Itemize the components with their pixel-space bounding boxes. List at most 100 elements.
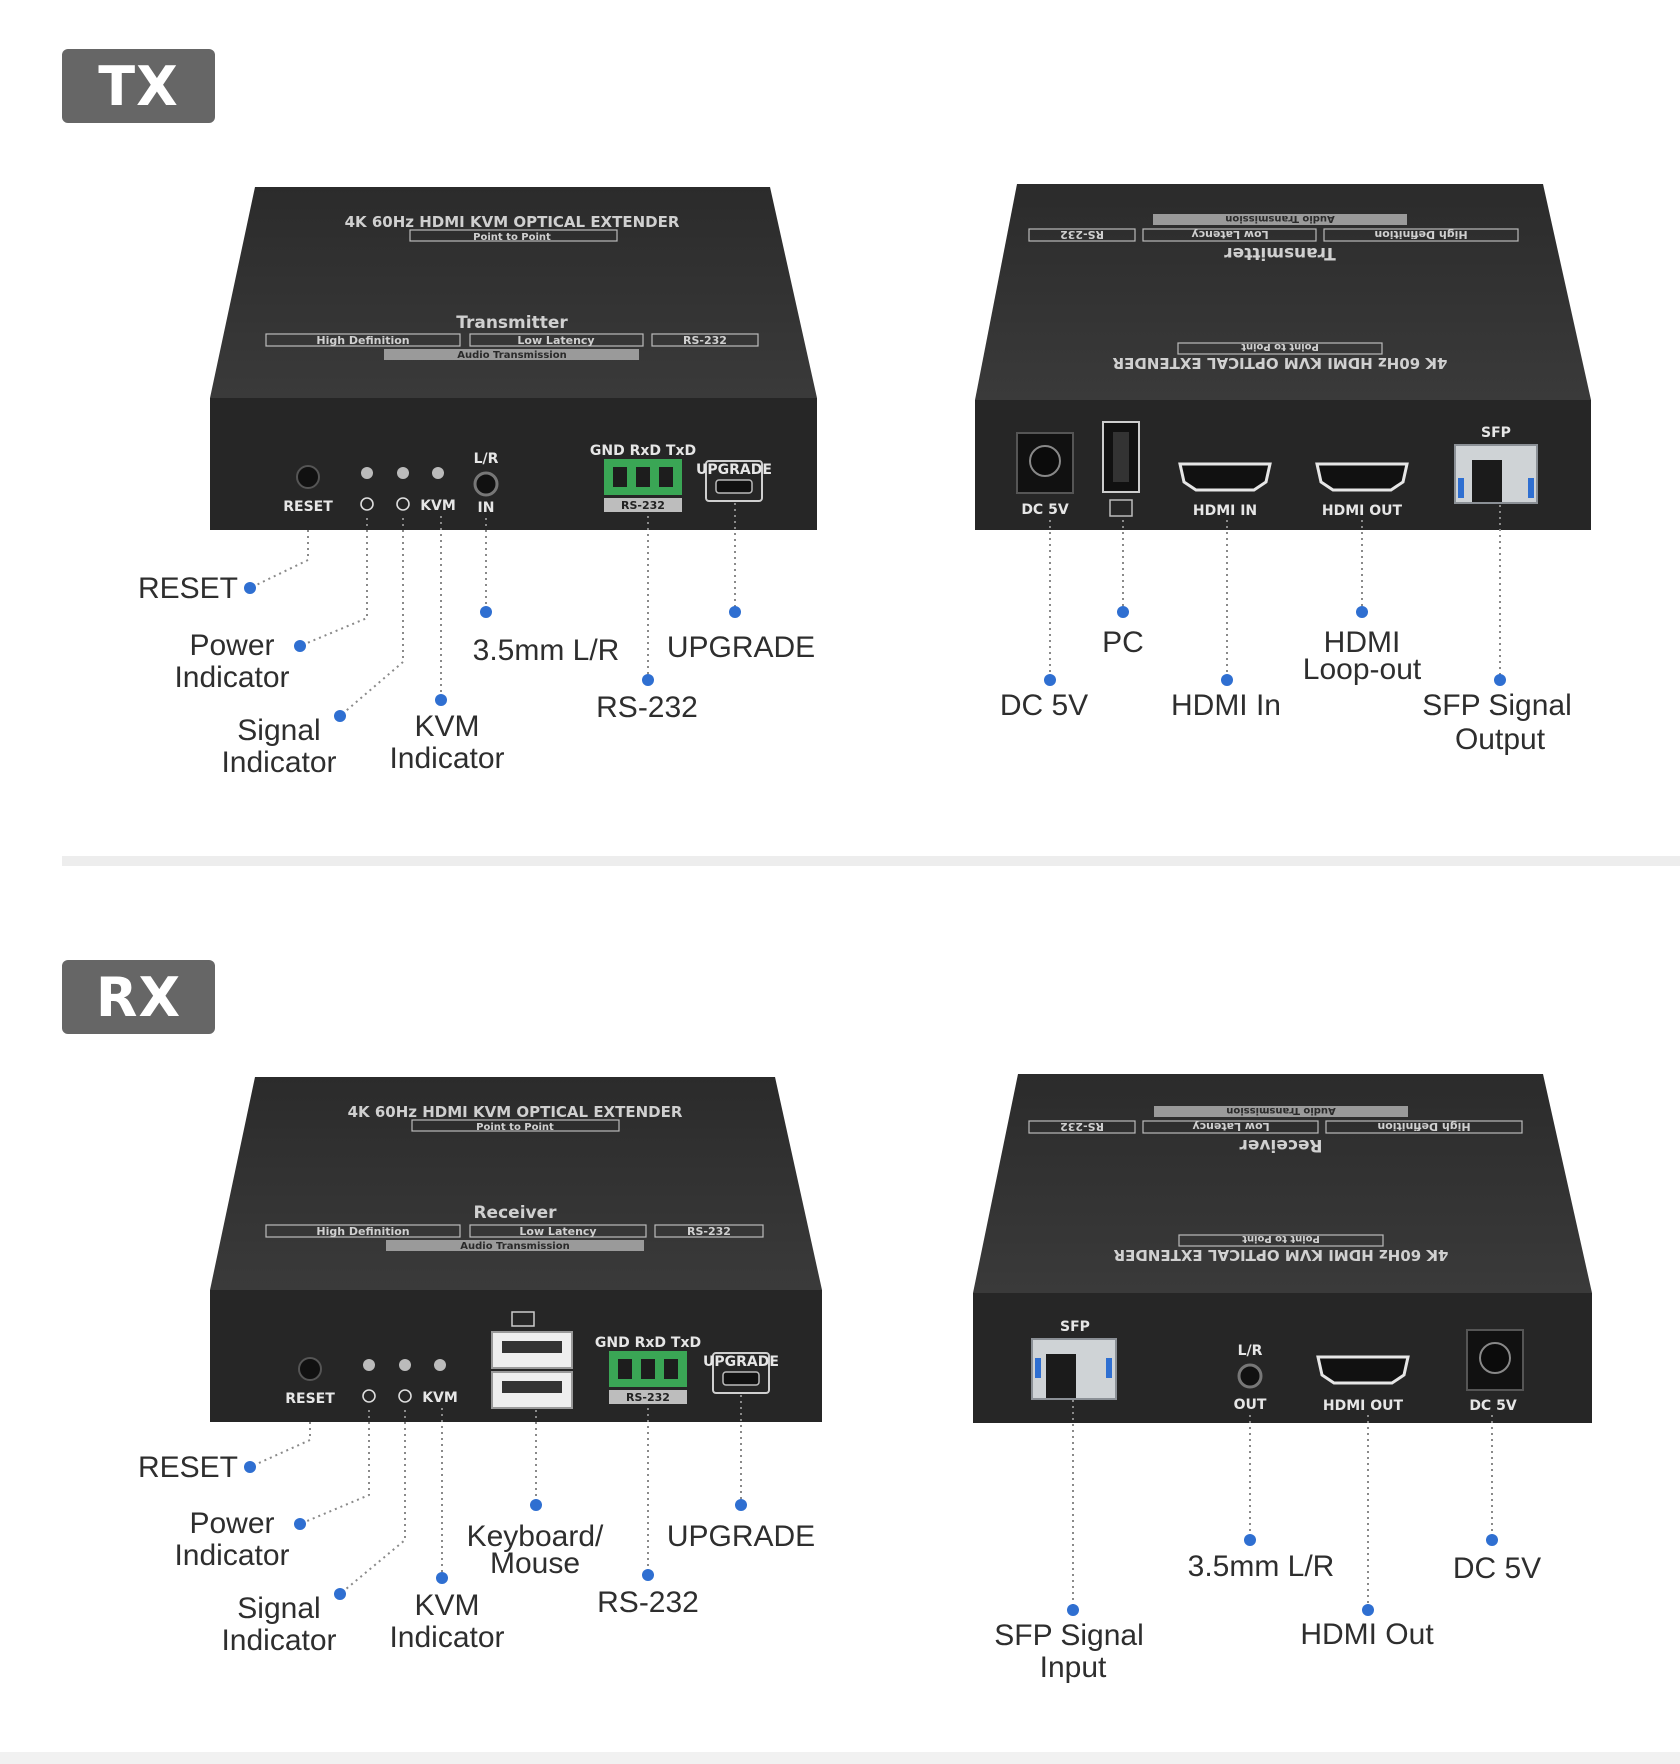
rx-callout-signal-2: Indicator: [221, 1624, 336, 1657]
tx-callout-hdmi-loop-2: Loop-out: [1303, 653, 1422, 686]
rx-back-role: Receiver: [1239, 1135, 1323, 1155]
rx-callout-hdmi-out: HDMI Out: [1300, 1618, 1434, 1651]
rx-panel-hdmi-out-label: HDMI OUT: [1323, 1398, 1404, 1414]
tx-front-subtitle-frame: [409, 229, 618, 242]
tx-front-device: 4K 60Hz HDMI KVM OPTICAL EXTENDER Point …: [210, 187, 817, 530]
rx-back-feature-2: Low Latency: [1192, 1120, 1269, 1133]
rx-panel-out-label: OUT: [1234, 1397, 1267, 1413]
tx-callout-kvm-1: KVM: [414, 710, 479, 743]
rx-leaders: [244, 1395, 1498, 1616]
rx-usb-port-top-slot: [502, 1341, 562, 1353]
tx-pc-symbol-icon: [1109, 499, 1133, 517]
rx-upgrade-dot: [735, 1499, 747, 1511]
tx-callout-signal-1: Signal: [237, 714, 320, 747]
tx-panel-reset-label: RESET: [283, 499, 333, 515]
rx-rs232-label-bar: [609, 1390, 687, 1404]
tx-callout-dc: DC 5V: [1000, 689, 1088, 722]
tx-callout-pc: PC: [1102, 626, 1144, 659]
rx-panel-reset-label: RESET: [285, 1391, 335, 1407]
rx-back-subtitle: Point to Point: [1242, 1233, 1320, 1244]
tx-callout-signal-2: Indicator: [221, 746, 336, 779]
tx-section-badge: TX: [62, 49, 215, 123]
tx-panel-hdmi-out-label: HDMI OUT: [1322, 503, 1403, 519]
rx-front-title: 4K 60Hz HDMI KVM OPTICAL EXTENDER: [348, 1103, 683, 1121]
tx-sfp-latch-right: [1528, 478, 1534, 498]
tx-front-feature-frame-1: [265, 333, 461, 347]
rx-callout-rs232: RS-232: [597, 1586, 699, 1619]
tx-front-feature-1: High Definition: [316, 334, 409, 347]
tx-rs232-pin-3: [659, 467, 673, 487]
rx-callouts: RESET Power Indicator Signal Indicator K…: [138, 1451, 1541, 1684]
rx-panel-upgrade-label: UPGRADE: [703, 1354, 779, 1370]
rx-upgrade-port-frame: [712, 1352, 770, 1394]
rx-callout-sfp-2: Input: [1040, 1651, 1107, 1684]
tx-upgrade-dot: [729, 606, 741, 618]
tx-front-feature-3: RS-232: [683, 334, 727, 347]
tx-callouts: RESET Power Indicator Signal Indicator K…: [138, 572, 1572, 779]
rx-callout-power-2: Indicator: [174, 1539, 289, 1572]
rx-signal-led-icon: [399, 1359, 411, 1371]
tx-callout-hdmi-loop-1: HDMI: [1324, 626, 1401, 659]
tx-hdmi-in-dot: [1221, 674, 1233, 686]
rx-panel-lr-label: L/R: [1238, 1343, 1263, 1359]
tx-reset-dot: [244, 582, 256, 594]
rx-sfp-slot: [1046, 1354, 1076, 1398]
tx-back-feature-1: High Definition: [1374, 228, 1467, 241]
tx-kvm-led-icon: [432, 467, 444, 479]
rx-audio-dot: [1244, 1534, 1256, 1546]
rx-rs232-pin-2: [641, 1359, 655, 1379]
tx-callout-audio: 3.5mm L/R: [473, 634, 620, 667]
rx-back-subtitle-frame: [1178, 1234, 1384, 1247]
rx-hdmi-out-port-icon: [1316, 1355, 1410, 1385]
rx-back-feature-3: RS-232: [1060, 1120, 1104, 1133]
tx-callout-hdmi-in: HDMI In: [1171, 689, 1281, 722]
rx-signal-dot: [334, 1588, 346, 1600]
rx-panel-sfp-label: SFP: [1060, 1319, 1090, 1335]
rx-callout-keyboard-2: Mouse: [490, 1547, 580, 1580]
rx-callout-reset: RESET: [138, 1451, 238, 1484]
rx-dc-jack-icon: [1479, 1342, 1511, 1374]
rx-sfp-latch-left: [1035, 1358, 1041, 1378]
tx-panel-rs232-pins: GND RxD TxD: [590, 443, 696, 459]
tx-reset-button-icon: [296, 465, 320, 489]
tx-leaders: [244, 503, 1506, 722]
rx-keyboard-mouse-symbol-icon: [511, 1311, 535, 1327]
rx-sfp-dot: [1067, 1604, 1079, 1616]
tx-back-feature-extra-bar: [1153, 214, 1407, 225]
tx-signal-symbol-icon: [396, 497, 410, 511]
tx-signal-led-icon: [397, 467, 409, 479]
section-divider: [62, 856, 1680, 866]
tx-kvm-dot: [435, 694, 447, 706]
tx-back-top: [975, 184, 1591, 400]
rx-audio-jack-icon: [1237, 1363, 1263, 1389]
rx-panel-rs232-label: RS-232: [626, 1391, 670, 1404]
tx-front-subtitle: Point to Point: [473, 232, 551, 243]
tx-back-feature-frame-3: [1028, 228, 1136, 242]
rx-callout-power-1: Power: [189, 1507, 274, 1540]
tx-sfp-latch-left: [1458, 478, 1464, 498]
rx-power-led-icon: [363, 1359, 375, 1371]
tx-front-feature-extra: Audio Transmission: [457, 350, 566, 361]
rx-power-dot: [294, 1518, 306, 1530]
rx-callout-kvm-2: Indicator: [389, 1621, 504, 1654]
rx-front-feature-frame-2: [469, 1224, 647, 1238]
tx-back-feature-3: RS-232: [1060, 228, 1104, 241]
tx-audio-dot: [480, 606, 492, 618]
rx-power-leader: [299, 1410, 370, 1525]
tx-sfp-dot: [1494, 674, 1506, 686]
tx-back-title: 4K 60Hz HDMI KVM OPTICAL EXTENDER: [1112, 354, 1447, 372]
rx-front-feature-extra-bar: [386, 1240, 644, 1251]
tx-panel-sfp-label: SFP: [1481, 425, 1511, 441]
rx-front-subtitle: Point to Point: [476, 1122, 554, 1133]
rx-front-feature-frame-1: [265, 1224, 461, 1238]
tx-hdmi-in-port-icon: [1178, 462, 1272, 492]
tx-front-feature-extra-bar: [384, 349, 639, 360]
tx-back-subtitle: Point to Point: [1241, 341, 1319, 352]
tx-front-feature-2: Low Latency: [517, 334, 594, 347]
rx-front-feature-extra: Audio Transmission: [460, 1241, 569, 1252]
rx-front-subtitle-frame: [411, 1119, 620, 1132]
tx-callout-sfp-2: Output: [1455, 723, 1546, 756]
rx-back-title: 4K 60Hz HDMI KVM OPTICAL EXTENDER: [1113, 1246, 1448, 1264]
rx-callout-audio: 3.5mm L/R: [1188, 1550, 1335, 1583]
